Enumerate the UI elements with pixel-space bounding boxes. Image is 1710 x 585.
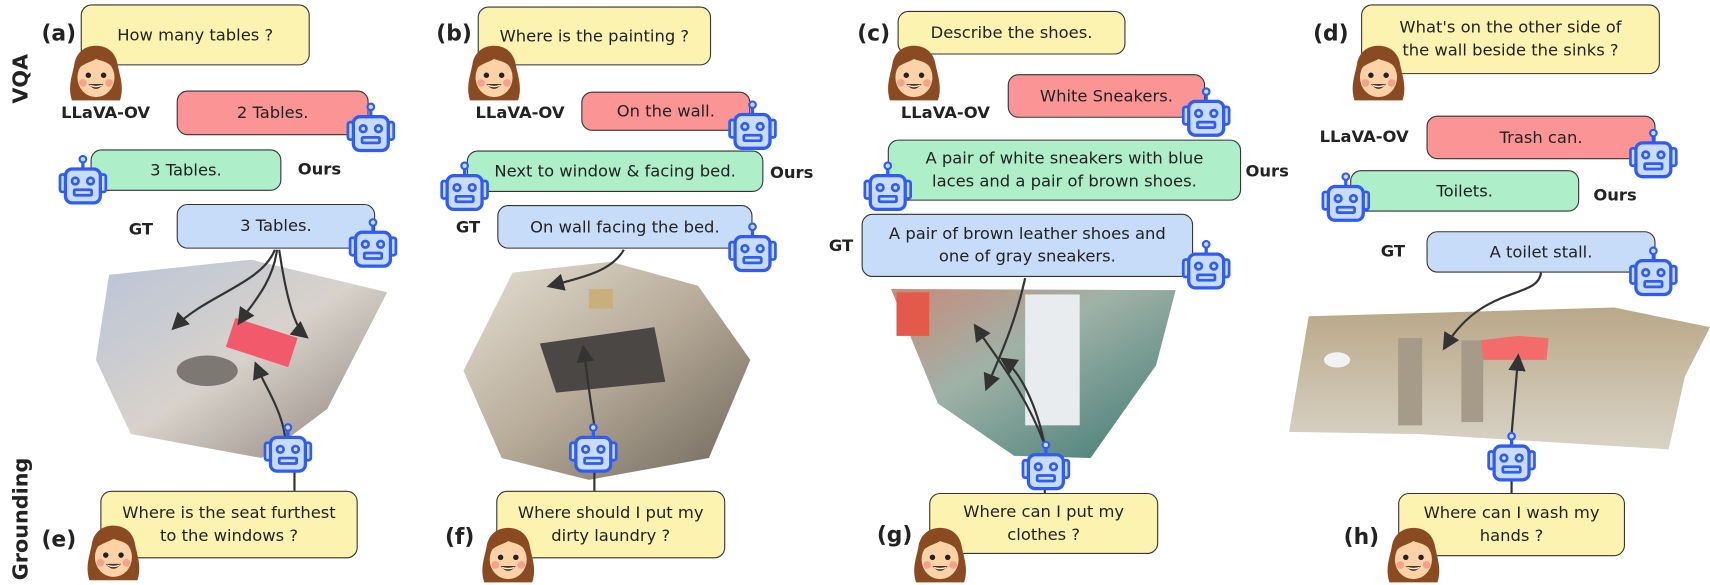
robot-icon [1180,240,1232,290]
answer-line: laces and a pair of brown shoes. [932,171,1197,191]
question-line: to the windows ? [159,525,299,546]
question-bubble-g: Where can I put my clothes ? [929,492,1159,555]
ours-answer-c: A pair of white sneakers with blue laces… [887,139,1242,201]
question-bubble-d: What's on the other side of the wall bes… [1361,4,1660,75]
ours-answer-d: Toilets. [1350,170,1580,212]
scene-living-room [95,259,388,459]
girl-avatar-icon [883,44,944,103]
girl-avatar-icon [83,523,144,582]
answer-line: A pair of white sneakers with blue [925,148,1204,168]
question-line: Where is the seat furthest [122,502,336,523]
baseline-answer-a: 2 Tables. [176,90,369,136]
robot-icon [567,423,619,473]
gt-label: GT [128,219,153,239]
robot-icon [1627,246,1679,296]
answer-line: A pair of brown leather shoes and [888,223,1166,244]
gt-answer-c: A pair of brown leather shoes and one of… [861,213,1194,278]
ours-label: Ours [1245,161,1289,182]
gt-label: GT [828,235,854,256]
robot-icon [862,161,914,211]
gt-answer-a: 3 Tables. [176,203,376,249]
baseline-answer-d: Trash can. [1426,115,1656,160]
question-bubble-a: How many tables ? [80,4,310,66]
girl-avatar-icon [1383,526,1444,585]
section-label-vqa: VQA [8,53,33,104]
gt-answer-d: A toilet stall. [1426,231,1656,273]
girl-avatar-icon [910,526,971,585]
robot-icon [345,103,397,153]
question-bubble-f: Where should I put my dirty laundry ? [496,490,726,559]
gt-answer-b: On wall facing the bed. [497,205,753,249]
question-line: What's on the other side of [1399,17,1622,38]
panel-label-e: (e) [41,525,77,552]
panel-label-h: (h) [1343,523,1380,550]
robot-icon [438,161,490,211]
robot-icon [347,218,399,268]
question-bubble-c: Describe the shoes. [897,10,1126,55]
gt-label: GT [1380,241,1405,261]
robot-icon [1320,172,1372,222]
question-line: Where can I wash my [1423,502,1600,523]
baseline-label: LLaVA-OV [1319,126,1409,147]
panel-label-f: (f) [444,523,475,550]
gt-label: GT [455,217,481,237]
robot-icon [262,423,314,473]
girl-avatar-icon [1348,44,1409,103]
panel-label-d: (d) [1313,19,1349,46]
scene-bathroom-c [891,289,1176,459]
robot-icon [57,155,109,205]
ours-answer-a: 3 Tables. [90,149,282,191]
question-line: Where should I put my [517,502,704,523]
ours-label: Ours [1593,185,1637,206]
baseline-answer-b: On the wall. [581,91,751,131]
question-line: the wall beside the sinks ? [1402,40,1619,60]
girl-avatar-icon [65,44,126,103]
robot-icon [1485,432,1537,482]
baseline-label: LLaVA-OV [900,102,990,123]
panel-label-c: (c) [857,19,891,46]
section-label-grounding: Grounding [8,457,33,581]
robot-icon [726,100,778,150]
question-line: hands ? [1479,525,1544,546]
baseline-answer-c: White Sneakers. [1007,74,1206,118]
scene-restroom-d [1289,307,1710,450]
robot-icon [726,222,778,272]
panel-label-g: (g) [876,521,913,548]
question-line: Where can I put my [963,501,1125,522]
baseline-label: LLaVA-OV [61,102,151,123]
robot-icon [1020,441,1072,491]
question-line: dirty laundry ? [551,525,671,546]
panel-label-a: (a) [41,19,77,46]
ours-label: Ours [769,162,814,183]
girl-avatar-icon [478,526,539,585]
panel-label-b: (b) [436,19,472,46]
girl-avatar-icon [464,44,525,103]
ours-answer-b: Next to window & facing bed. [466,150,764,192]
robot-icon [1627,129,1679,179]
question-bubble-b: Where is the painting ? [477,6,712,66]
question-bubble-h: Where can I wash my hands ? [1398,492,1625,557]
question-line: clothes ? [1007,524,1081,545]
answer-line: one of gray sneakers. [938,246,1116,267]
question-bubble-e: Where is the seat furthest to the window… [100,490,358,559]
baseline-label: LLaVA-OV [475,102,565,123]
robot-icon [1180,87,1232,137]
ours-label: Ours [297,159,342,179]
scene-bedroom [463,261,751,480]
